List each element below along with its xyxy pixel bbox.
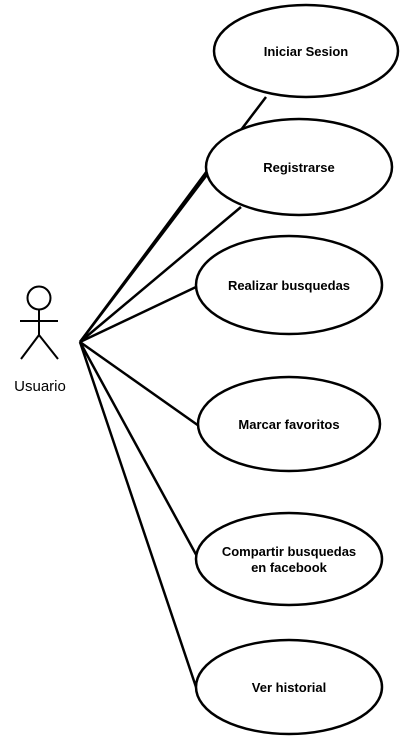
use-case-iniciar[interactable]: Iniciar Sesion: [212, 3, 400, 99]
actor-usuario[interactable]: [20, 285, 59, 360]
use-case-compartir[interactable]: Compartir busquedas en facebook: [194, 511, 384, 607]
actor-leg-left: [20, 334, 40, 360]
use-case-label: Marcar favoritos: [238, 417, 339, 432]
use-case-label: Ver historial: [252, 680, 326, 695]
association-historial: [78, 341, 198, 688]
use-case-label: Iniciar Sesion: [264, 44, 349, 59]
association-registrarse: [78, 170, 209, 343]
use-case-label: Realizar busquedas: [228, 278, 350, 293]
use-case-historial[interactable]: Ver historial: [194, 638, 384, 736]
actor-leg-right: [38, 334, 59, 360]
association-compartir: [78, 341, 201, 561]
use-case-label-line2: en facebook: [251, 560, 328, 575]
association-registrarse-2: [79, 206, 242, 343]
use-case-buscar[interactable]: Realizar busquedas: [194, 234, 384, 336]
use-case-favoritos[interactable]: Marcar favoritos: [196, 375, 382, 473]
use-case-label: Registrarse: [263, 160, 335, 175]
actor-label: Usuario: [14, 378, 66, 395]
use-case-label: Compartir busquedas: [222, 544, 356, 559]
actor-head: [26, 285, 52, 311]
use-case-registrarse[interactable]: Registrarse: [204, 117, 394, 217]
association-buscar: [79, 285, 197, 344]
association-favoritos: [79, 340, 200, 428]
